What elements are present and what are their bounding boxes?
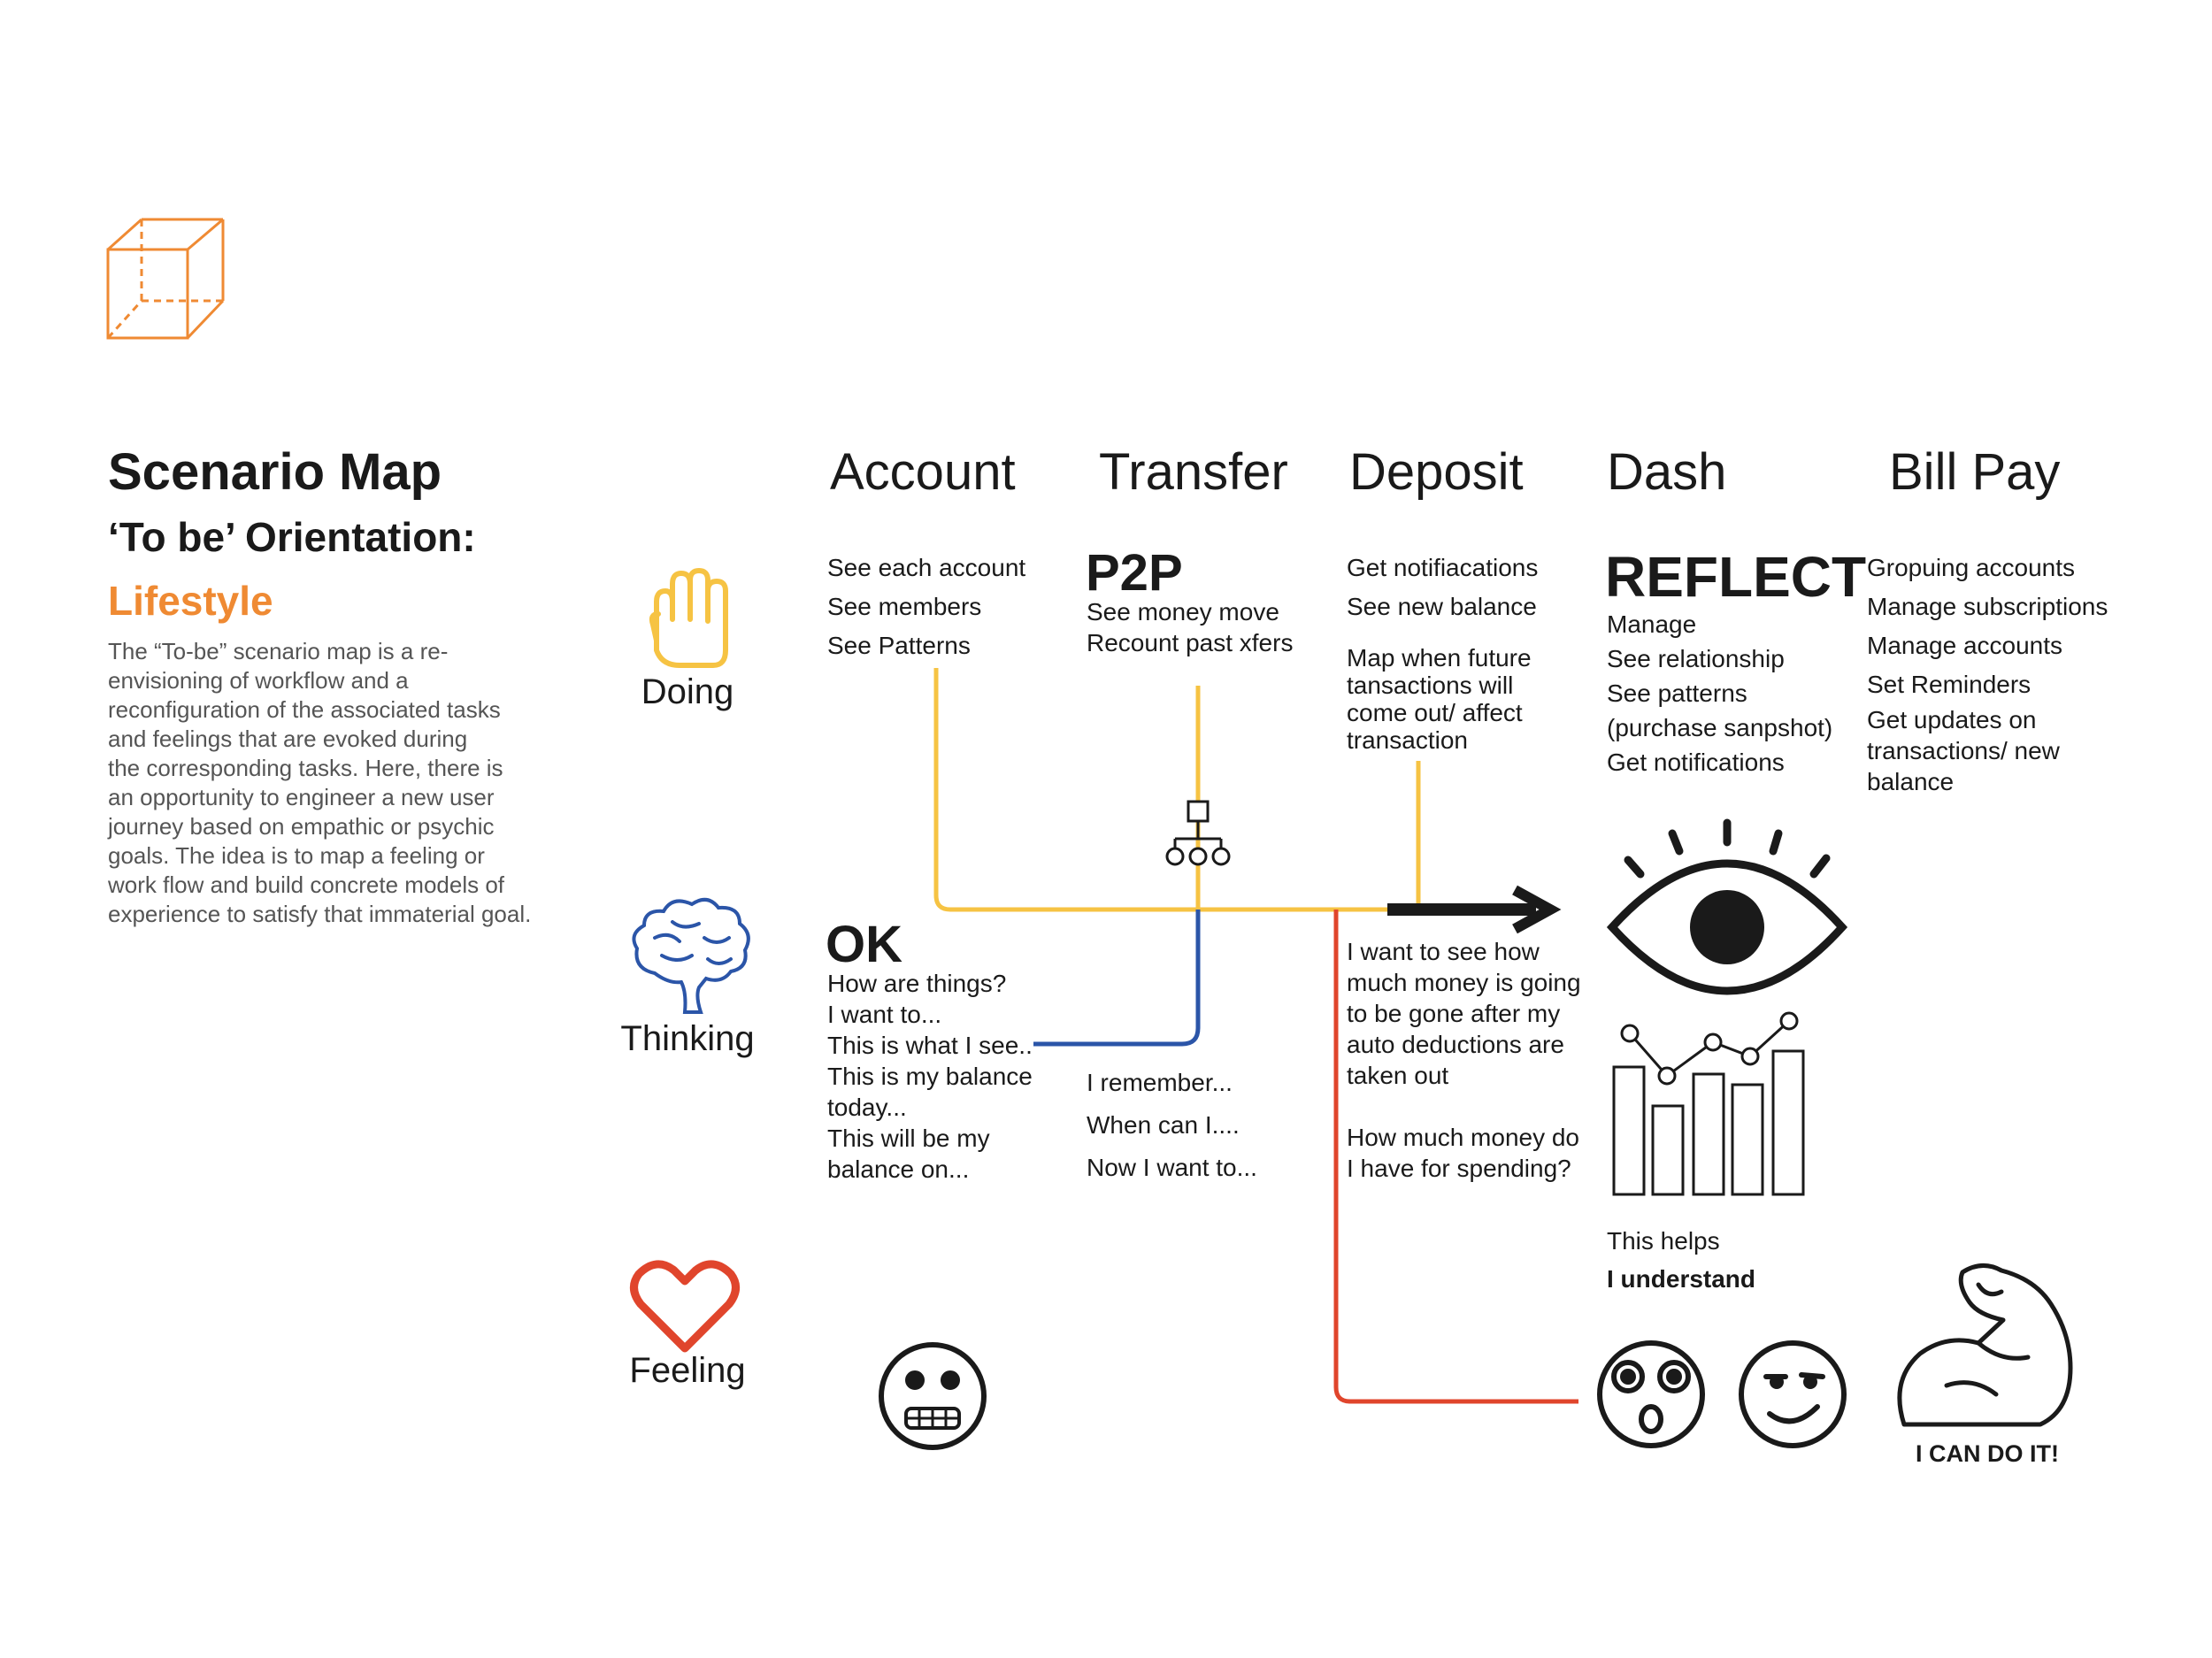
description-line: goals. The idea is to map a feeling or — [108, 842, 485, 869]
description-line: work flow and build concrete models of — [108, 871, 505, 898]
list-item: I want to... — [827, 1001, 942, 1028]
list-item: How are things? — [827, 970, 1007, 997]
list-item: transaction — [1347, 726, 1468, 754]
list-item: tansactions will — [1347, 672, 1514, 699]
column-header-dash: Dash — [1607, 443, 1727, 501]
billpay-doing-list-a: Gropuing accounts Manage subscriptions M… — [1867, 549, 2108, 704]
arrow-icon — [1387, 885, 1562, 934]
list-item: I want to see how — [1347, 938, 1540, 965]
description-line: journey based on empathic or psychic — [108, 813, 495, 840]
cube-icon — [106, 218, 225, 340]
list-item: How much money do — [1347, 1124, 1580, 1151]
list-item: Get notifications — [1607, 748, 1785, 776]
list-item: See relationship — [1607, 645, 1785, 672]
transfer-doing-list: See money move Recount past xfers — [1087, 596, 1293, 658]
page-subtitle: ‘To be’ Orientation: — [108, 514, 476, 560]
list-item: Manage subscriptions — [1867, 593, 2108, 620]
column-header-transfer: Transfer — [1099, 443, 1288, 501]
description-line: an opportunity to engineer a new user — [108, 784, 495, 810]
list-item: See members — [827, 593, 982, 620]
list-item: come out/ affect — [1347, 699, 1523, 726]
brain-icon — [632, 897, 750, 1014]
description: The “To-be” scenario map is a re- envisi… — [108, 637, 577, 929]
flexed-arm-icon — [1897, 1263, 2073, 1427]
list-item: Manage — [1607, 610, 1697, 638]
list-item: When can I.... — [1087, 1111, 1240, 1139]
billpay-doing-list-b: Get updates on transactions/ new balance — [1867, 704, 2060, 797]
list-item: taken out — [1347, 1062, 1449, 1089]
account-doing-list: See each account See members See Pattern… — [827, 549, 1025, 665]
transfer-thinking-list: I remember... When can I.... Now I want … — [1087, 1062, 1257, 1189]
billpay-cheer-text: I CAN DO IT! — [1916, 1440, 2059, 1467]
list-item: Map when future — [1347, 644, 1532, 672]
deposit-doing-list-b: Map when future tansactions will come ou… — [1347, 644, 1532, 754]
column-header-bill-pay: Bill Pay — [1889, 443, 2061, 501]
dash-doing-head: REFLECT — [1605, 545, 1867, 609]
page-title: Scenario Map — [108, 443, 442, 501]
list-item: See new balance — [1347, 593, 1537, 620]
column-header-deposit: Deposit — [1349, 443, 1524, 501]
transfer-doing-head: P2P — [1086, 544, 1183, 602]
description-line: the corresponding tasks. Here, there is — [108, 755, 503, 781]
deposit-thinking-list-a: I want to see how much money is going to… — [1347, 936, 1581, 1091]
smirk-face-icon — [1739, 1340, 1847, 1448]
network-icon — [1165, 800, 1231, 866]
list-item: I remember... — [1087, 1069, 1233, 1096]
list-item: Now I want to... — [1087, 1154, 1257, 1181]
list-item: (purchase sanpshot) — [1607, 714, 1833, 741]
hand-icon — [649, 568, 728, 668]
description-line: The “To-be” scenario map is a re- — [108, 638, 449, 664]
list-item: This is what I see.. — [827, 1032, 1033, 1059]
dash-understand-text: I understand — [1607, 1265, 1756, 1293]
lifestyle-heading: Lifestyle — [108, 578, 273, 624]
list-item: See each account — [827, 554, 1026, 581]
deposit-thinking-list-b: How much money do I have for spending? — [1347, 1122, 1579, 1184]
list-item: Set Reminders — [1867, 671, 2032, 698]
description-line: reconfiguration of the associated tasks — [108, 696, 501, 723]
list-item: See Patterns — [827, 632, 971, 659]
row-label-feeling: Feeling — [629, 1351, 746, 1390]
account-thinking-list: How are things? I want to... This is wha… — [827, 968, 1033, 1185]
eye-icon — [1606, 818, 1848, 995]
list-item: See patterns — [1607, 679, 1747, 707]
description-line: envisioning of workflow and a — [108, 667, 409, 694]
list-item: See money move — [1087, 598, 1279, 626]
list-item: I have for spending? — [1347, 1155, 1571, 1182]
dash-helps-text: This helps — [1607, 1227, 1720, 1255]
list-item: today... — [827, 1094, 907, 1121]
list-item: auto deductions are — [1347, 1031, 1564, 1058]
account-flow-line — [933, 668, 1389, 912]
list-item: balance on... — [827, 1155, 970, 1183]
account-thinking-head: OK — [826, 916, 902, 973]
dash-doing-list: Manage See relationship See patterns (pu… — [1607, 607, 1832, 779]
column-header-account: Account — [830, 443, 1016, 501]
description-line: experience to satisfy that immaterial go… — [108, 901, 532, 927]
list-item: Get updates on — [1867, 706, 2037, 733]
row-label-thinking: Thinking — [620, 1019, 755, 1058]
list-item: balance — [1867, 768, 1955, 795]
surprised-face-icon — [1597, 1340, 1705, 1448]
deposit-feeling-line — [1333, 910, 1578, 1404]
list-item: transactions/ new — [1867, 737, 2060, 764]
transfer-thinking-line — [1033, 910, 1201, 1047]
row-label-doing: Doing — [641, 672, 734, 711]
grimace-face-icon — [879, 1342, 987, 1450]
list-item: Manage accounts — [1867, 632, 2063, 659]
heart-icon — [630, 1260, 740, 1353]
description-line: and feelings that are evoked during — [108, 725, 468, 752]
list-item: much money is going — [1347, 969, 1581, 996]
bar-chart-icon — [1612, 1011, 1805, 1196]
list-item: Gropuing accounts — [1867, 554, 2076, 581]
list-item: to be gone after my — [1347, 1000, 1561, 1027]
list-item: Recount past xfers — [1087, 629, 1294, 656]
list-item: Get notifiacations — [1347, 554, 1539, 581]
list-item: This will be my — [827, 1125, 990, 1152]
list-item: This is my balance — [827, 1063, 1033, 1090]
deposit-doing-list-a: Get notifiacations See new balance — [1347, 549, 1538, 626]
